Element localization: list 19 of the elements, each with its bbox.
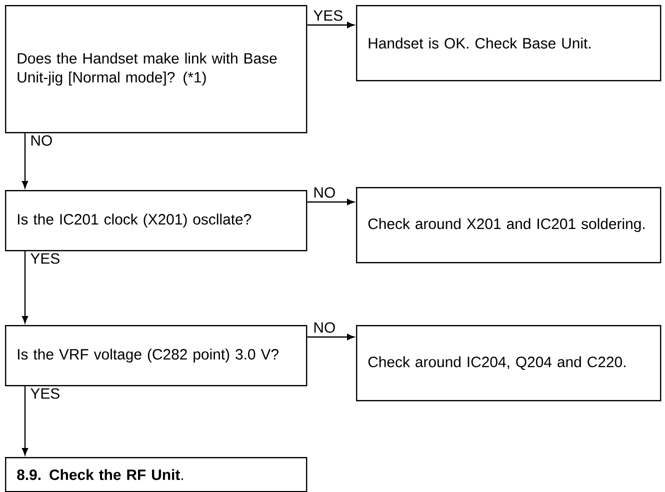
process-box: 8.9. Check the RF Unit. — [5, 456, 308, 492]
edge-label: NO — [312, 186, 337, 199]
process-box: Does the Handset make link with Base Unit-jig [Normal mode]? (*1) — [5, 5, 308, 134]
process-box: Is the IC201 clock (X201) oscllate? — [5, 190, 308, 252]
process-box: Is the VRF voltage (C282 point) 3.0 V? — [5, 325, 308, 386]
edge-label: YES — [29, 387, 62, 400]
arrow — [307, 22, 354, 28]
arrow — [22, 133, 28, 188]
arrow — [307, 198, 354, 206]
arrow — [22, 386, 28, 456]
edge-label: NO — [312, 321, 337, 334]
edge-label: NO — [29, 134, 54, 147]
arrow — [307, 334, 354, 340]
edge-label: YES — [29, 252, 62, 265]
edge-label: YES — [312, 9, 344, 22]
arrow — [22, 251, 28, 324]
process-box: Handset is OK. Check Base Unit. — [356, 5, 662, 82]
process-box: Check around IC204, Q204 and C220. — [356, 325, 662, 402]
process-box: Check around X201 and IC201 soldering. — [356, 187, 662, 264]
